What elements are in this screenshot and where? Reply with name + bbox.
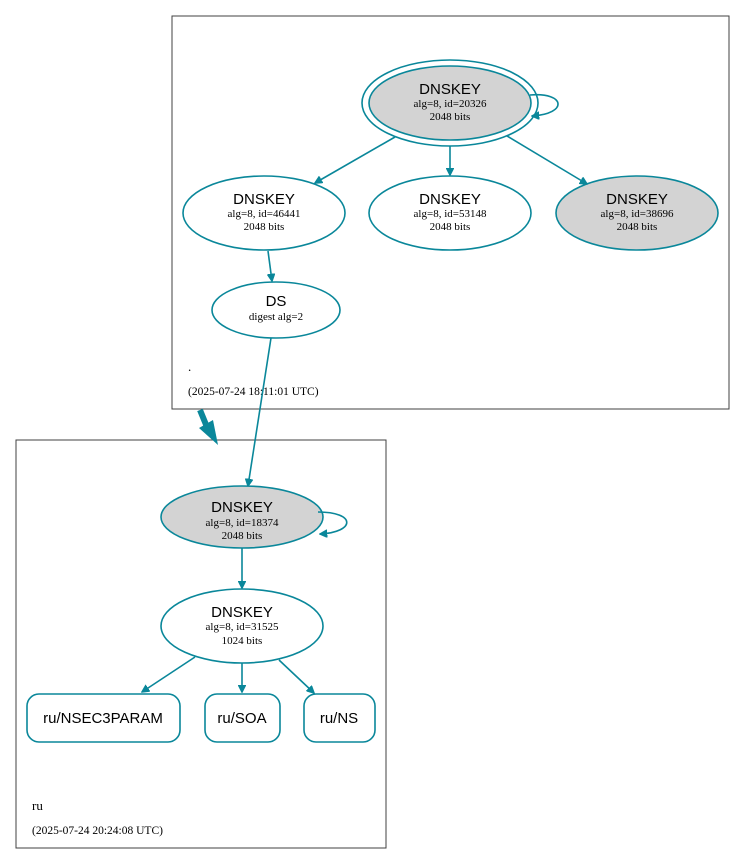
- node-key-size: 2048 bits: [617, 221, 658, 233]
- node-shape: [204, 693, 281, 743]
- edge-root-ksk-to-zsk3: [506, 135, 587, 184]
- node-key-info: alg=8, id=53148: [414, 208, 487, 220]
- node-ru-ns[interactable]: ru/NS: [303, 693, 376, 743]
- node-title: DNSKEY: [419, 191, 481, 208]
- delegation-arrowhead: [199, 420, 218, 445]
- node-ru-zsk[interactable]: DNSKEY alg=8, id=31525 1024 bits: [160, 588, 324, 664]
- node-label: ru/SOA: [217, 710, 266, 727]
- node-shape: [303, 693, 376, 743]
- edge-ru-zsk-to-ns: [278, 659, 314, 693]
- node-root-ksk-shape: [368, 65, 532, 141]
- node-root-zsk-53148[interactable]: DNSKEY alg=8, id=53148 2048 bits: [368, 175, 532, 251]
- node-shape: [211, 281, 341, 339]
- node-root-zsk-46441[interactable]: DNSKEY alg=8, id=46441 2048 bits: [182, 175, 346, 251]
- zone-name-root: .: [188, 359, 191, 374]
- edge-ds-to-ru-ksk: [248, 337, 272, 486]
- zone-name-ru: ru: [32, 798, 43, 813]
- node-key-info: alg=8, id=38696: [601, 208, 674, 220]
- node-shape: [26, 693, 181, 743]
- node-key-size: 1024 bits: [222, 635, 263, 647]
- node-ru-soa[interactable]: ru/SOA: [204, 693, 281, 743]
- node-digest-info: digest alg=2: [249, 311, 303, 323]
- node-title: DNSKEY: [233, 191, 295, 208]
- edge-ru-zsk-to-nsec3param: [142, 656, 196, 692]
- node-label: ru/NS: [320, 710, 358, 727]
- node-ru-ksk[interactable]: DNSKEY alg=8, id=18374 2048 bits: [160, 485, 324, 549]
- edge-ru-ksk-self: [317, 511, 348, 534]
- node-key-size: 2048 bits: [430, 111, 471, 123]
- node-key-info: alg=8, id=20326: [414, 98, 487, 110]
- edge-root-ksk-self: [529, 94, 559, 116]
- node-shape: [555, 175, 719, 251]
- node-key-size: 2048 bits: [244, 221, 285, 233]
- edge-root-ksk-to-zsk1: [315, 136, 396, 183]
- node-key-info: alg=8, id=31525: [206, 621, 279, 633]
- node-title: DS: [266, 293, 287, 310]
- node-key-info: alg=8, id=46441: [228, 208, 301, 220]
- node-key-size: 2048 bits: [430, 221, 471, 233]
- zone-timestamp-root: (2025-07-24 18:11:01 UTC): [188, 386, 319, 398]
- node-root-ksk[interactable]: DNSKEY alg=8, id=20326 2048 bits: [361, 59, 539, 147]
- node-key-info: alg=8, id=18374: [206, 517, 279, 529]
- node-title: DNSKEY: [606, 191, 668, 208]
- edge-zsk1-to-ds: [268, 250, 272, 281]
- node-title: DNSKEY: [211, 604, 273, 621]
- node-shape: [182, 175, 346, 251]
- node-shape: [368, 175, 532, 251]
- zone-timestamp-ru: (2025-07-24 20:24:08 UTC): [32, 825, 163, 837]
- node-title: DNSKEY: [211, 499, 273, 516]
- node-ru-nsec3param[interactable]: ru/NSEC3PARAM: [26, 693, 181, 743]
- node-root-ds[interactable]: DS digest alg=2: [211, 281, 341, 339]
- node-root-zsk-38696[interactable]: DNSKEY alg=8, id=38696 2048 bits: [555, 175, 719, 251]
- node-label: ru/NSEC3PARAM: [43, 710, 163, 727]
- node-title: DNSKEY: [419, 81, 481, 98]
- node-key-size: 2048 bits: [222, 530, 263, 542]
